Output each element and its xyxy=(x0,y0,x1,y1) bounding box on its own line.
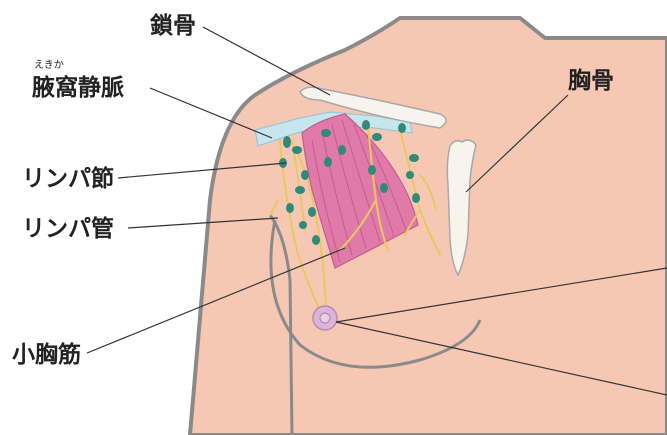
label-axillary-vein: 腋窩静脈 xyxy=(31,74,124,101)
label-lymph-node: リンパ節 xyxy=(22,165,114,192)
lymph-node xyxy=(372,133,382,141)
lymph-node xyxy=(301,170,309,180)
lymph-node xyxy=(286,203,294,213)
lymph-node xyxy=(409,154,419,162)
lymph-node xyxy=(338,145,346,155)
lymph-node xyxy=(312,235,320,245)
lymph-node xyxy=(368,165,376,175)
lymph-node xyxy=(380,183,388,193)
nipple-inner xyxy=(320,313,330,323)
lymph-node xyxy=(308,207,316,217)
lymph-node xyxy=(321,129,331,137)
lymph-node xyxy=(299,221,307,229)
clavicle-leader xyxy=(203,27,330,95)
label-clavicle: 鎖骨 xyxy=(150,12,196,39)
lymph-node xyxy=(324,157,332,167)
lymph-node xyxy=(398,123,406,133)
lymph-node xyxy=(362,120,370,130)
label-sternum: 胸骨 xyxy=(568,67,614,94)
lymph-node xyxy=(412,193,420,203)
lymph-node xyxy=(283,136,291,148)
lymph-node xyxy=(292,146,302,154)
label-axillary-vein-ruby: えきか xyxy=(34,59,64,71)
lymph-node xyxy=(295,186,305,194)
label-pectoralis-minor: 小胸筋 xyxy=(12,341,81,368)
lymph-node xyxy=(406,171,414,179)
label-lymph-vessel: リンパ管 xyxy=(22,215,114,242)
